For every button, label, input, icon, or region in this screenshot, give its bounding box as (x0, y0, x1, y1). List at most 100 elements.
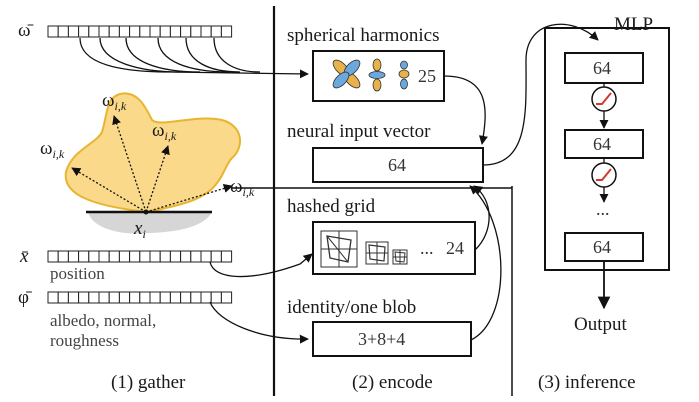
strip-cell (220, 291, 233, 304)
hashed-to-neural-wire (473, 185, 490, 251)
strip-cell (210, 250, 222, 263)
strip-cell (47, 25, 59, 38)
radiance-lobe (64, 92, 241, 214)
albedo-label: albedo, normal, (50, 311, 156, 330)
hashed-count: 24 (446, 238, 464, 258)
strip-cell (88, 291, 100, 304)
relu-icon (596, 92, 612, 105)
strip-cell (108, 250, 120, 263)
spherical-count: 25 (418, 66, 436, 86)
identity-blob-box (312, 321, 472, 357)
activation-node (591, 162, 617, 188)
direction-arrow (145, 145, 170, 213)
strip-cell (67, 25, 80, 38)
strip-cell (98, 250, 110, 263)
phi-bar-label: φ̄ (18, 287, 32, 308)
sh-to-neural-wire (443, 75, 488, 145)
encode-caption: (2) encode (352, 372, 433, 393)
strip-cell (129, 250, 141, 263)
position-label: position (50, 264, 105, 283)
strip-cell (169, 25, 182, 38)
direction-arrow (112, 115, 147, 213)
omega-ik-label: ωi,k (40, 138, 65, 161)
strip-cell (139, 291, 151, 304)
omega-bar-label: ω̄ (18, 20, 34, 41)
strip-cell (118, 291, 131, 304)
strip-cell (129, 291, 141, 304)
strip-cell (88, 25, 100, 38)
position-to-hashed-wire (209, 253, 313, 278)
gather-caption: (1) gather (111, 372, 186, 393)
surface-shadow (88, 212, 212, 234)
strip-cell (190, 291, 202, 304)
strip-cell (149, 25, 161, 38)
x-bar-strip (47, 250, 233, 263)
strip-cell (57, 291, 69, 304)
strip-cell (149, 250, 161, 263)
mlp-layer-label: 64 (593, 237, 611, 257)
phi-bar-strip (47, 291, 233, 304)
hashed-ellipsis: ... (420, 238, 434, 258)
strip-cell (118, 250, 131, 263)
sh-basis-icons (332, 58, 410, 92)
strip-cell (57, 250, 69, 263)
strip-cell (57, 25, 69, 38)
strip-cell (98, 291, 110, 304)
strip-cell (78, 291, 90, 304)
strip-cell (200, 25, 212, 38)
strip-cell (159, 25, 171, 38)
neural-input-value: 64 (388, 155, 406, 175)
strip-cell (108, 291, 120, 304)
hashed-grid-title: hashed grid (287, 196, 376, 217)
strip-cell (149, 291, 161, 304)
strip-cell (220, 25, 233, 38)
strip-cell (200, 291, 212, 304)
hashed-grid-box (312, 221, 476, 275)
strip-cell (139, 25, 151, 38)
roughness-label: roughness (50, 331, 119, 350)
strip-cell (210, 291, 222, 304)
strip-cell (159, 291, 171, 304)
strip-cell (210, 25, 222, 38)
mlp-title: MLP (614, 14, 653, 35)
spherical-harmonics-title: spherical harmonics (287, 25, 439, 46)
omega-ik-label: ωi,k (152, 120, 177, 143)
identity-blob-value: 3+8+4 (358, 329, 405, 349)
neural-to-mlp-wire (482, 23, 599, 166)
radiance-lobe-illustration: ωi,k ωi,k ωi,k ωi,k xi (40, 90, 255, 241)
identity-to-neural-wire (469, 185, 502, 341)
neural-input-box (312, 147, 484, 183)
strip-cell (67, 291, 80, 304)
strip-cell (180, 250, 192, 263)
strip-cell (67, 250, 80, 263)
relu-icon (596, 168, 612, 181)
neural-input-title: neural input vector (287, 121, 431, 142)
omega-ik-label: ωi,k (102, 90, 127, 113)
mlp-layer-label: 64 (593, 134, 611, 154)
strip-cell (200, 250, 212, 263)
strip-cell (108, 25, 120, 38)
output-label: Output (574, 314, 628, 335)
mlp-ellipsis: ... (596, 199, 610, 219)
strip-cell (169, 250, 182, 263)
strip-cell (139, 250, 151, 263)
strip-cell (88, 250, 100, 263)
strip-cell (180, 291, 192, 304)
strip-cell (78, 25, 90, 38)
strip-cell (220, 250, 233, 263)
xi-label: xi (133, 218, 146, 241)
phi-to-identity-wire (209, 301, 309, 344)
strip-cell (180, 25, 192, 38)
strip-cell (47, 250, 59, 263)
strip-cell (98, 25, 110, 38)
inference-caption: (3) inference (538, 372, 636, 393)
strip-cell (118, 25, 131, 38)
strip-cell (190, 250, 202, 263)
omega-bar-strip (47, 25, 233, 38)
strip-cell (190, 25, 202, 38)
mlp-layer-label: 64 (593, 58, 611, 78)
strip-cell (169, 291, 182, 304)
activation-node (591, 86, 617, 112)
omega-to-sh-wires (79, 37, 309, 79)
